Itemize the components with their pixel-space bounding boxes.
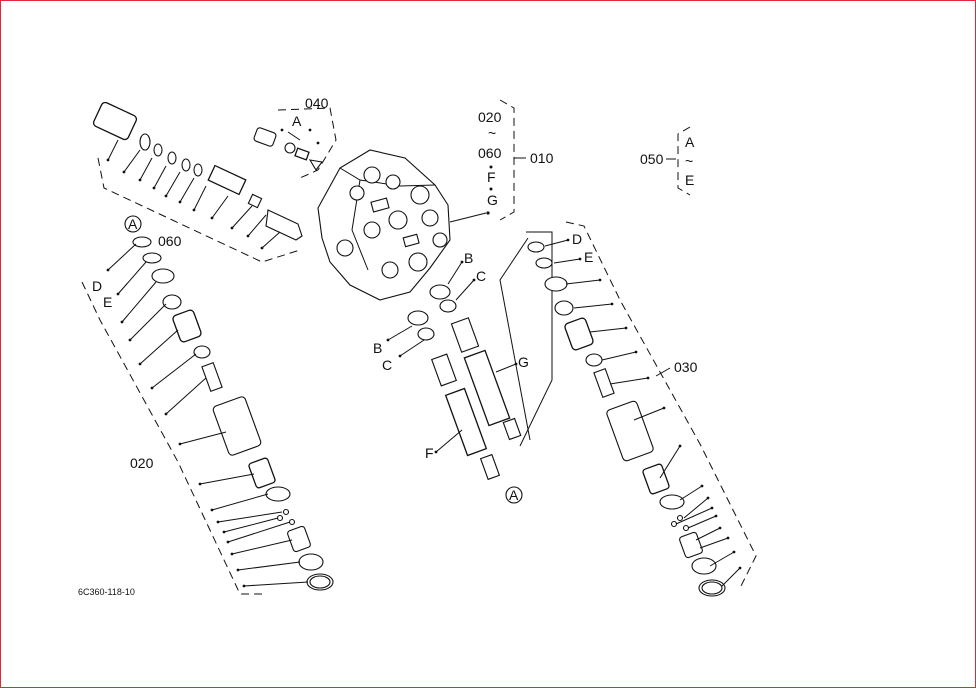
label-f-spool: F <box>425 445 434 461</box>
label-circled-a-bottom: A <box>509 487 519 503</box>
group-030: D E 030 <box>499 221 757 597</box>
group-040: 040 A <box>253 95 337 179</box>
spool-assembly: B C G B C F A <box>373 231 553 504</box>
callout-050: 050 A ~ E <box>640 126 695 196</box>
label-030: 030 <box>674 359 698 375</box>
label-g-mid: G <box>487 192 498 208</box>
label-circled-a-left: A <box>128 216 138 232</box>
label-040: 040 <box>305 95 329 111</box>
label-d-right: D <box>572 231 582 247</box>
label-050-e: E <box>685 172 694 188</box>
label-d-left: D <box>92 278 102 294</box>
label-a-top: A <box>292 113 302 129</box>
drawing-number: 6C360-118-10 <box>78 587 135 597</box>
label-050-a: A <box>685 134 695 150</box>
label-e-left: E <box>103 294 112 310</box>
label-020-top: 020 <box>478 109 502 125</box>
label-060-mid: 060 <box>478 145 502 161</box>
label-e-right: E <box>584 249 593 265</box>
label-010: 010 <box>530 150 554 166</box>
label-f-mid: F <box>487 169 496 185</box>
label-020-left: 020 <box>130 455 154 471</box>
label-c-right: C <box>476 268 486 284</box>
group-060: 060 <box>92 101 303 263</box>
label-050-tilde: ~ <box>685 153 693 169</box>
label-060-left: 060 <box>158 233 182 249</box>
label-050: 050 <box>640 151 664 167</box>
label-b-left: B <box>373 340 382 356</box>
label-g-spool: G <box>518 354 529 370</box>
valve-body-010 <box>317 149 490 301</box>
group-020: A D E 020 <box>81 215 334 595</box>
label-c-left: C <box>382 357 392 373</box>
label-b-right: B <box>464 250 473 266</box>
label-tilde-top: ~ <box>488 125 496 141</box>
callout-010: 020 ~ 060 F G 010 <box>478 99 554 221</box>
